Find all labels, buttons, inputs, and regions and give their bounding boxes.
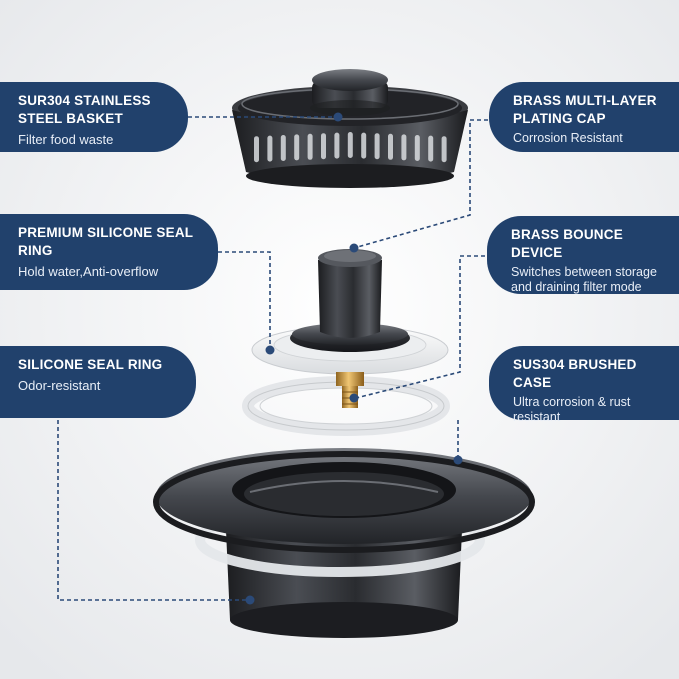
basket-slot [321, 133, 326, 160]
basket-slot [280, 135, 286, 161]
callout-case: SUS304 BRUSHED CASE Ultra corrosion & ru… [489, 346, 679, 424]
basket-slot [254, 136, 259, 163]
callout-cap-title: BRASS MULTI-LAYER PLATING CAP [513, 93, 657, 126]
brushed-case [153, 448, 535, 638]
callout-case-title: SUS304 BRUSHED CASE [513, 357, 637, 390]
callout-case-subtitle: Ultra corrosion & rust resistant [513, 395, 631, 424]
callout-premium-seal-title: PREMIUM SILICONE SEAL RING [18, 225, 193, 258]
callout-bounce-subtitle: Switches between storage and draining fi… [511, 265, 657, 294]
callout-premium-seal: PREMIUM SILICONE SEAL RING Hold water,An… [0, 214, 218, 290]
callout-bounce: BRASS BOUNCE DEVICE Switches between sto… [487, 216, 679, 294]
callout-bounce-title: BRASS BOUNCE DEVICE [511, 227, 623, 260]
basket-slot [294, 134, 300, 161]
callout-seal: SILICONE SEAL RING Odor-resistant [0, 346, 196, 418]
leader-lines [57, 116, 492, 601]
callout-basket-title: SUR304 STAINLESS STEEL BASKET [18, 93, 151, 126]
basket-slot [267, 135, 273, 162]
basket-slot [401, 134, 407, 161]
basket-slot [388, 133, 393, 160]
basket-slot [441, 136, 447, 163]
bounce-device [251, 249, 449, 375]
basket-slot [334, 132, 340, 159]
callout-basket: SUR304 STAINLESS STEEL BASKET Filter foo… [0, 82, 188, 152]
callout-basket-subtitle: Filter food waste [18, 132, 114, 147]
callout-cap-subtitle: Corrosion Resistant [513, 131, 623, 145]
leader-dots [245, 112, 463, 605]
basket-slot [414, 135, 420, 161]
callout-cap: BRASS MULTI-LAYER PLATING CAP Corrosion … [489, 82, 679, 152]
callout-premium-seal-subtitle: Hold water,Anti-overflow [18, 264, 159, 279]
basket-slot [428, 135, 434, 162]
basket-slot [374, 133, 380, 160]
basket-slot [307, 133, 313, 160]
callout-seal-title: SILICONE SEAL RING [18, 357, 163, 372]
callout-seal-subtitle: Odor-resistant [18, 378, 101, 393]
basket-slot [347, 132, 353, 158]
basket-slot [361, 132, 367, 159]
stainless-basket [232, 69, 468, 188]
